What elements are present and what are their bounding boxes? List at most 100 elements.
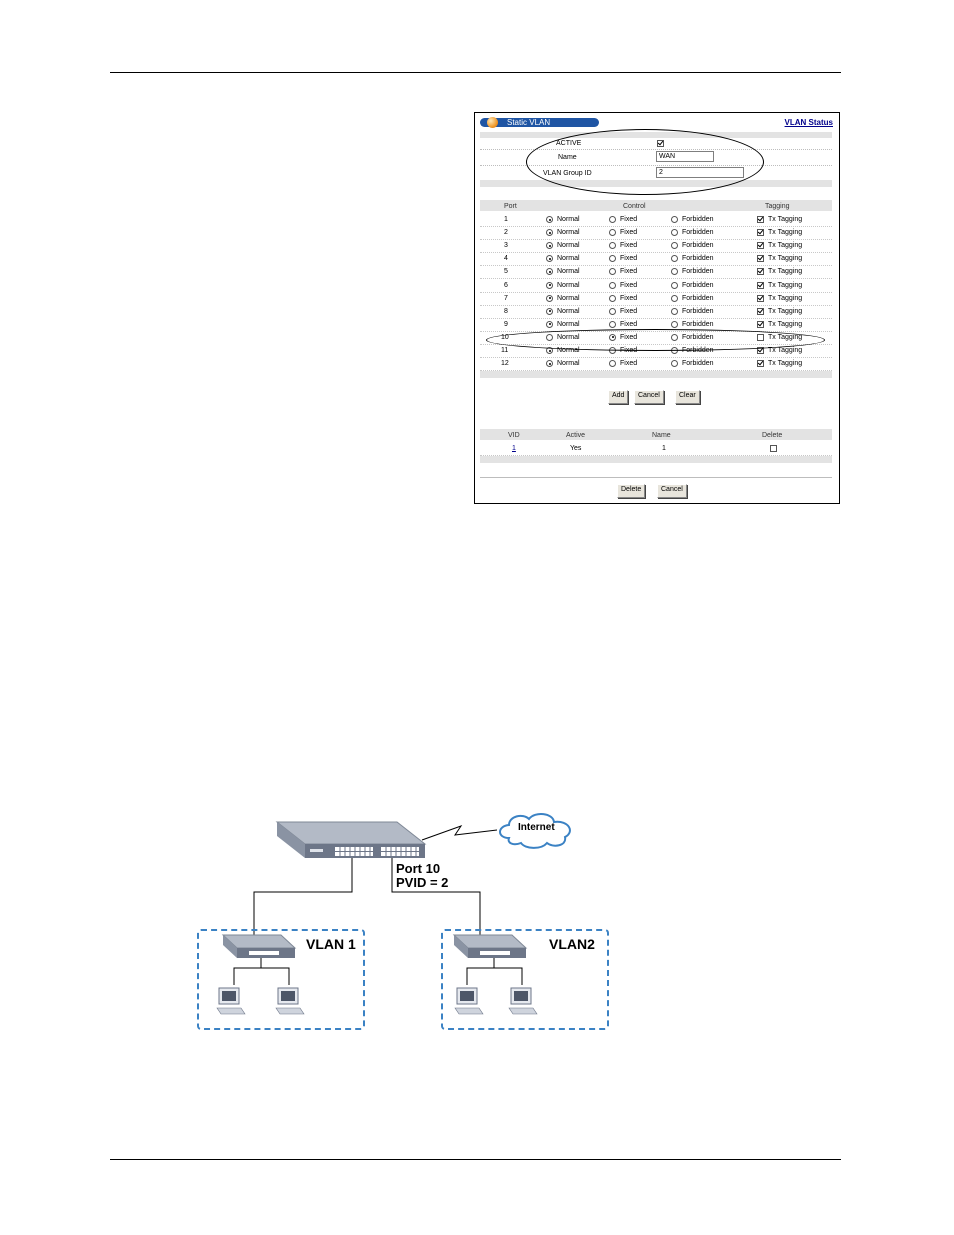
normal-radio[interactable] [546, 268, 553, 276]
cancel-button[interactable]: Cancel [634, 390, 664, 404]
name-column-header: Name [652, 432, 671, 439]
normal-radio[interactable] [546, 281, 553, 289]
vlan2-uplink [391, 858, 481, 938]
forbidden-radio[interactable] [671, 307, 678, 315]
tx-tagging-checkbox[interactable] [757, 347, 764, 354]
normal-radio[interactable] [546, 320, 553, 328]
fixed-radio[interactable] [609, 347, 616, 354]
fixed-radio[interactable] [609, 281, 616, 289]
internet-link [421, 825, 498, 841]
forbidden-radio[interactable] [671, 229, 678, 237]
tx-tagging-checkbox[interactable] [757, 255, 764, 263]
forbidden-radio[interactable] [671, 360, 678, 368]
bottom-cancel-button[interactable]: Cancel [657, 484, 687, 498]
fixed-radio[interactable] [609, 320, 616, 328]
name-input[interactable] [656, 151, 714, 162]
normal-label: Normal [557, 294, 580, 302]
tx-tagging-label: Tx Tagging [768, 307, 803, 315]
group-id-input[interactable] [656, 167, 744, 178]
fixed-radio[interactable] [609, 229, 616, 237]
fixed-radio[interactable] [609, 216, 616, 223]
forbidden-label: Forbidden [682, 307, 714, 315]
summary-table-header [480, 429, 832, 440]
vlan-network-diagram: Internet Port 10 PVID = 2 VLAN 1 VLAN2 [197, 808, 609, 1033]
tx-tagging-checkbox[interactable] [757, 281, 764, 289]
delete-button[interactable]: Delete [617, 484, 646, 498]
summary-name-value: 1 [662, 445, 666, 452]
tx-tagging-checkbox[interactable] [757, 242, 764, 250]
port-table-header [480, 200, 832, 211]
tx-tagging-checkbox[interactable] [757, 229, 764, 237]
pvid-label: PVID = 2 [396, 875, 449, 890]
forbidden-radio[interactable] [671, 294, 678, 302]
forbidden-label: Forbidden [682, 216, 714, 223]
forbidden-radio[interactable] [671, 216, 678, 223]
tx-tagging-label: Tx Tagging [768, 216, 803, 223]
summary-vid-link[interactable]: 1 [512, 445, 516, 452]
tx-tagging-checkbox[interactable] [757, 294, 764, 302]
fixed-radio[interactable] [609, 360, 616, 368]
forbidden-label: Forbidden [682, 294, 714, 302]
vlan1-group-box [197, 929, 365, 1030]
fixed-label: Fixed [620, 229, 638, 237]
tx-tagging-checkbox[interactable] [757, 360, 764, 368]
internet-label: Internet [518, 822, 555, 833]
forbidden-radio[interactable] [671, 242, 678, 250]
normal-label: Normal [557, 229, 580, 237]
active-checkbox[interactable] [657, 140, 664, 147]
forbidden-radio[interactable] [671, 255, 678, 263]
forbidden-radio[interactable] [671, 281, 678, 289]
port-number: 10 [501, 333, 509, 341]
fixed-radio[interactable] [609, 242, 616, 250]
fixed-label: Fixed [620, 242, 638, 250]
normal-radio[interactable] [546, 360, 553, 368]
normal-label: Normal [557, 216, 580, 223]
port10-label: Port 10 [396, 861, 441, 876]
clear-button[interactable]: Clear [675, 390, 700, 404]
forbidden-radio[interactable] [671, 268, 678, 276]
tx-tagging-checkbox[interactable] [757, 333, 764, 341]
fixed-radio[interactable] [609, 268, 616, 276]
summary-row: 1 Yes 1 [480, 442, 832, 456]
add-button[interactable]: Add [608, 390, 629, 404]
tx-tagging-checkbox[interactable] [757, 216, 764, 223]
normal-radio[interactable] [546, 333, 553, 341]
vlan-status-link[interactable]: VLAN Status [784, 118, 833, 127]
fixed-label: Fixed [620, 294, 638, 302]
normal-label: Normal [557, 281, 580, 289]
core-switch-icon [275, 821, 427, 858]
fixed-radio[interactable] [609, 255, 616, 263]
pc-icon [454, 987, 484, 1015]
forbidden-radio[interactable] [671, 320, 678, 328]
fixed-radio[interactable] [609, 294, 616, 302]
summary-delete-checkbox[interactable] [770, 445, 777, 452]
tx-tagging-label: Tx Tagging [768, 255, 803, 263]
forbidden-radio[interactable] [671, 333, 678, 341]
normal-radio[interactable] [546, 242, 553, 250]
tx-tagging-checkbox[interactable] [757, 320, 764, 328]
tx-tagging-checkbox[interactable] [757, 268, 764, 276]
fixed-radio[interactable] [609, 333, 616, 341]
port-number: 11 [501, 347, 509, 354]
forbidden-label: Forbidden [682, 281, 714, 289]
port-number: 9 [504, 320, 508, 328]
normal-radio[interactable] [546, 347, 553, 354]
fixed-radio[interactable] [609, 307, 616, 315]
active-column-header: Active [566, 432, 586, 439]
pc-icon [216, 987, 246, 1015]
tx-tagging-label: Tx Tagging [768, 281, 803, 289]
normal-radio[interactable] [546, 216, 553, 223]
vlan1-label: VLAN 1 [306, 936, 356, 952]
tx-tagging-checkbox[interactable] [757, 307, 764, 315]
forbidden-radio[interactable] [671, 347, 678, 354]
normal-radio[interactable] [546, 229, 553, 237]
control-column-header: Control [623, 203, 646, 210]
internet-cloud-icon [499, 813, 571, 849]
port-number: 12 [501, 360, 509, 368]
normal-radio[interactable] [546, 255, 553, 263]
normal-radio[interactable] [546, 294, 553, 302]
normal-radio[interactable] [546, 307, 553, 315]
panel-title-bar: Static VLAN [480, 117, 599, 128]
